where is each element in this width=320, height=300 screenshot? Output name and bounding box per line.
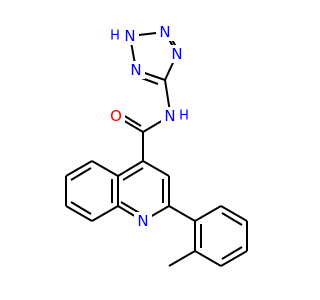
bond-c8-c8a <box>91 205 119 222</box>
tetrazole-n4-label: N <box>130 61 141 79</box>
bond-c7-c8 <box>65 205 93 222</box>
bond-c4a-c4-double <box>122 167 144 181</box>
carbonyl-o-label: O <box>110 107 122 125</box>
bond-aryl-c5-c6 <box>194 250 222 267</box>
amide-n-hydrogen-label: H <box>179 109 189 124</box>
bond-aryl-c1-c2 <box>194 205 222 222</box>
atom-labels: N H N N N N H O N <box>107 23 189 230</box>
molecule-diagram: N H N N N N H O N <box>65 23 248 267</box>
bond-c5-c6-double <box>70 167 92 181</box>
bond-aryl-c2-c3 <box>220 205 248 222</box>
bond-c4-c3 <box>142 160 170 177</box>
bond-c4a-c5 <box>91 160 119 177</box>
bond-aryl-methyl <box>168 250 196 267</box>
tetrazole-n1-hydrogen-label: H <box>110 29 120 44</box>
tetrazole-n1-label: N <box>124 27 135 45</box>
amide-n-label: N <box>164 107 175 125</box>
bond-aryl-c4-c5-double <box>221 246 243 260</box>
bond-aryl-c2-c3-double <box>221 212 243 226</box>
tetrazole-n2-label: N <box>159 23 170 41</box>
bond-c4a-c4 <box>117 160 144 177</box>
bond-c2-aryl <box>168 205 196 222</box>
bonds <box>65 31 248 267</box>
bond-c5-c6 <box>65 160 93 177</box>
bond-aryl-c4-c5 <box>220 250 248 267</box>
quinoline-n-label: N <box>137 212 148 230</box>
tetrazole-n3-label: N <box>171 45 182 63</box>
bond-c7-c8-double <box>70 201 92 215</box>
bond-c5-amide-n <box>164 79 171 113</box>
